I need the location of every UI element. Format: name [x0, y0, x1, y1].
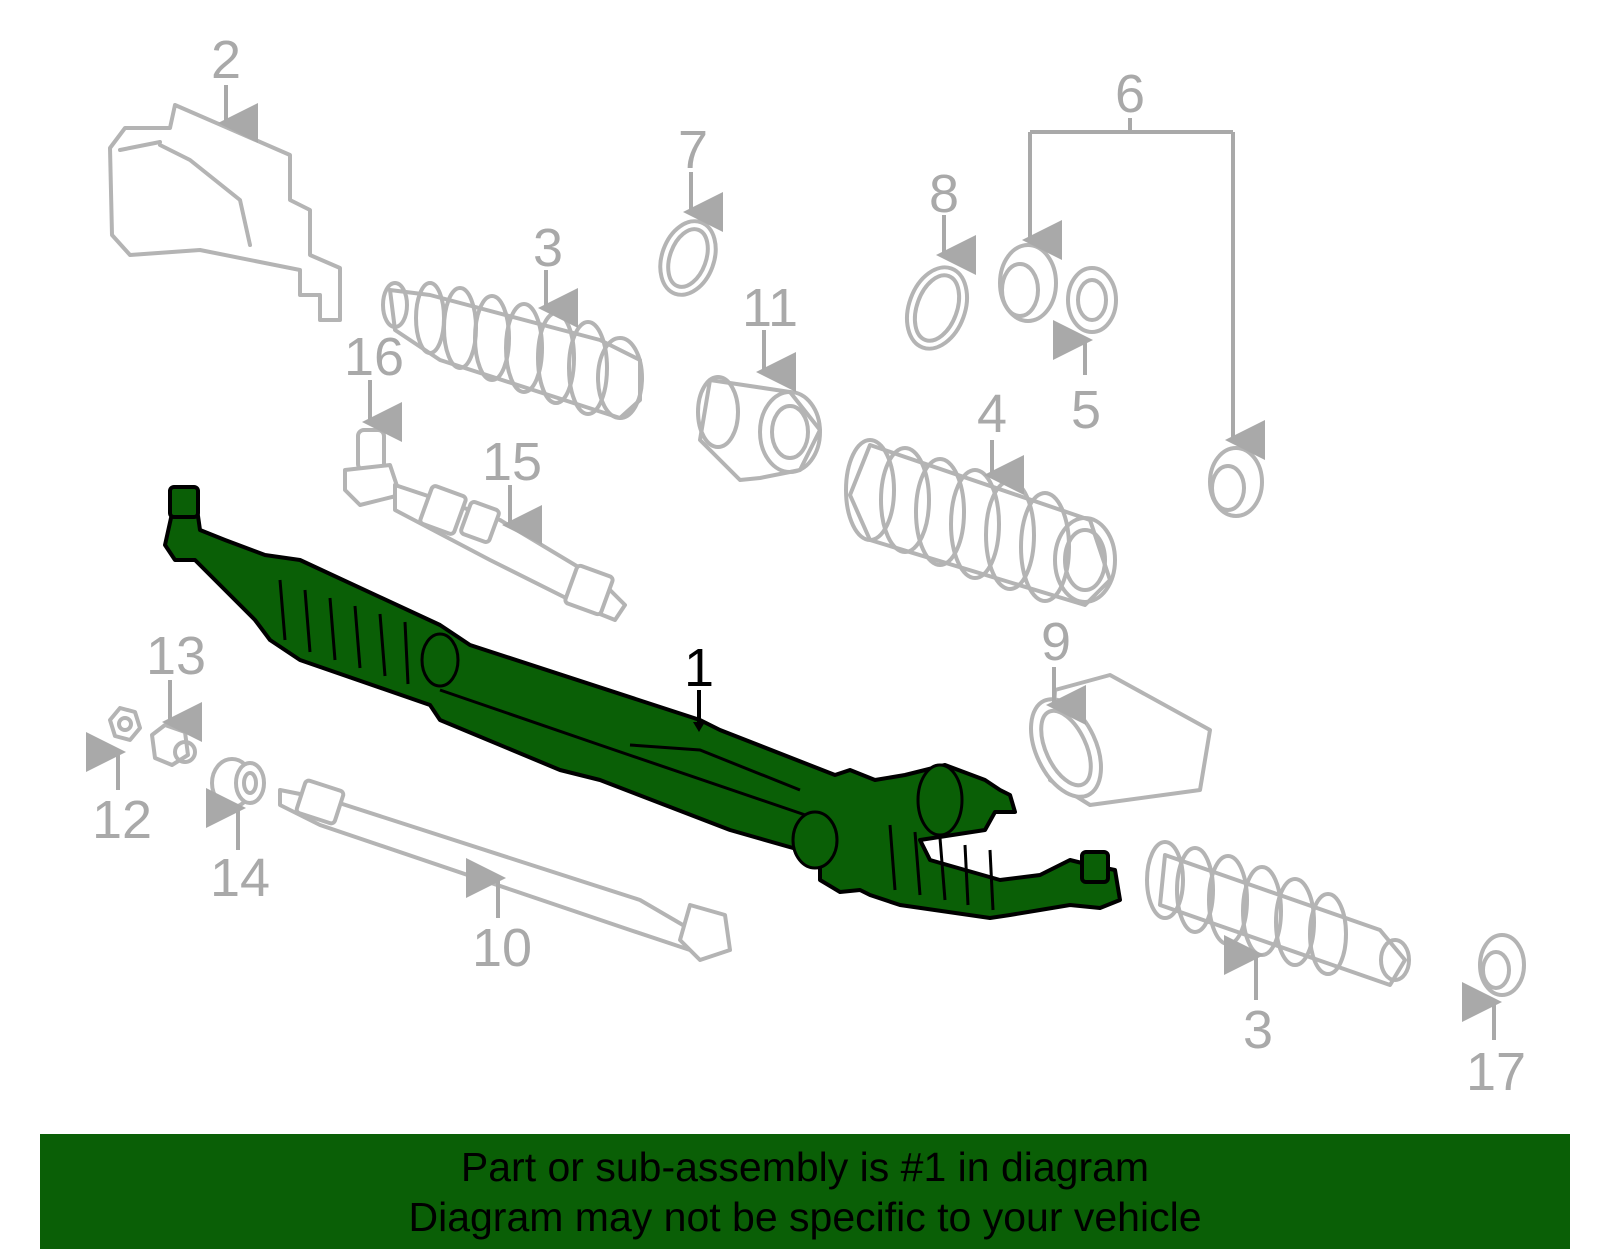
- callout-16: 16: [344, 327, 404, 387]
- callout-7: 7: [678, 120, 708, 180]
- part-2-cover: [108, 103, 342, 322]
- callout-14: 14: [210, 848, 270, 908]
- callout-11: 11: [742, 278, 798, 338]
- leader-lines: [86, 85, 1502, 1040]
- callout-5: 5: [1071, 380, 1101, 440]
- part-12-nut: [108, 706, 142, 742]
- callout-3-lower: 3: [1243, 1000, 1273, 1060]
- callout-3-upper: 3: [533, 218, 563, 278]
- callout-9: 9: [1041, 612, 1071, 672]
- callout-4: 4: [977, 384, 1007, 444]
- part-3-boot-upper: [381, 281, 644, 420]
- banner-line-2: Diagram may not be specific to your vehi…: [408, 1194, 1202, 1240]
- part-16-tie-rod-end: [343, 428, 402, 507]
- part-14-bushing: [210, 757, 266, 809]
- callout-15: 15: [482, 432, 542, 492]
- callout-10: 10: [472, 918, 532, 978]
- part-6-clamps: [998, 243, 1264, 518]
- part-1-steering-rack: [163, 485, 1122, 920]
- part-17-clamp: [1478, 933, 1526, 997]
- part-8-ring: [905, 265, 969, 351]
- callout-17: 17: [1466, 1042, 1526, 1102]
- callout-13: 13: [146, 626, 206, 686]
- part-7-ring: [658, 219, 718, 297]
- part-13-nut: [150, 723, 197, 767]
- part-4-boot: [844, 438, 1117, 607]
- callout-labels: 2 3 7 8 6 11 5 4 16 15 9 1 13 12 14 10 3…: [92, 30, 1526, 1102]
- callout-1: 1: [684, 638, 714, 698]
- banner-line-1: Part or sub-assembly is #1 in diagram: [460, 1144, 1150, 1190]
- callout-12: 12: [92, 790, 152, 850]
- part-11-bushing: [696, 375, 822, 482]
- part-5-seal: [1066, 266, 1118, 334]
- part-3-boot-lower: [1145, 840, 1411, 987]
- callout-2: 2: [211, 30, 241, 90]
- callout-6: 6: [1115, 64, 1145, 124]
- info-banner: Part or sub-assembly is #1 in diagram Di…: [40, 1134, 1570, 1249]
- callout-8: 8: [929, 164, 959, 224]
- part-9-duct: [1029, 673, 1212, 807]
